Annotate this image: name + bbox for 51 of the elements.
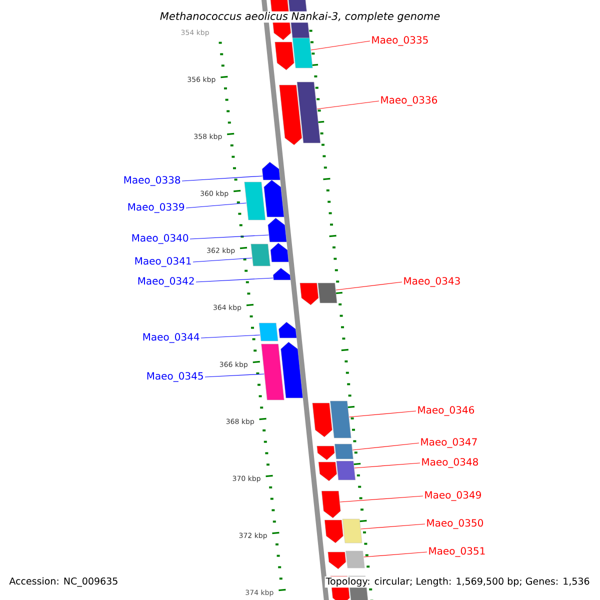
gene-feature xyxy=(274,38,313,70)
leader-line xyxy=(192,258,252,262)
gene-feature xyxy=(318,460,356,482)
gene-feature xyxy=(262,162,280,180)
gene-feature xyxy=(268,218,287,242)
leader-line xyxy=(186,202,247,208)
gene-label: Maeo_0340 xyxy=(132,234,188,244)
leader-line xyxy=(336,282,402,290)
gene-feature xyxy=(272,268,291,280)
leader-line xyxy=(348,410,416,418)
leader-line xyxy=(360,524,426,530)
leader-line xyxy=(352,442,420,450)
gene-feature xyxy=(300,282,338,306)
gene-feature xyxy=(316,444,354,460)
leader-line xyxy=(182,176,263,182)
accession-text: Accession: NC_009635 xyxy=(8,576,120,588)
leader-line xyxy=(310,40,370,50)
gene-label: Maeo_0351 xyxy=(429,547,485,557)
gene-label: Maeo_0346 xyxy=(418,406,474,416)
gene-label: Maeo_0347 xyxy=(421,438,477,448)
gene-label: Maeo_0336 xyxy=(381,96,438,106)
leader-line xyxy=(316,100,380,110)
leader-line xyxy=(340,496,424,502)
gene-feature xyxy=(279,82,321,146)
leader-line xyxy=(200,334,260,338)
leader-line xyxy=(204,374,264,378)
gene-label: Maeo_0348 xyxy=(422,458,478,468)
leader-line xyxy=(354,462,420,468)
gene-feature xyxy=(261,342,304,400)
leader-line xyxy=(190,234,269,240)
gene-feature xyxy=(312,400,352,438)
gene-label: Maeo_0335 xyxy=(372,36,428,46)
title: Methanococcus aeolicus Nankai-3, complete genome xyxy=(159,11,441,23)
gene-feature xyxy=(328,550,365,570)
gene-label: Maeo_0343 xyxy=(404,277,460,287)
gene-feature xyxy=(324,518,362,544)
gene-label: Maeo_0341 xyxy=(135,257,191,267)
gene-feature xyxy=(321,490,341,518)
leader-line xyxy=(196,278,274,282)
gene-label: Maeo_0349 xyxy=(425,491,481,501)
gene-label: Maeo_0339 xyxy=(128,203,184,213)
leader-line xyxy=(363,552,428,558)
gene-feature xyxy=(250,242,289,266)
gene-label: Maeo_0342 xyxy=(138,277,194,287)
genome-info-text: Topology: circular; Length: 1,569,500 bp; Genes: 1,536 xyxy=(324,576,591,588)
gene-label: Maeo_0350 xyxy=(427,519,484,529)
gene-label: Maeo_0344 xyxy=(143,333,200,343)
gene-feature xyxy=(244,180,284,220)
gene-feature xyxy=(258,322,297,342)
gene-label: Maeo_0338 xyxy=(124,176,180,186)
gene-label: Maeo_0345 xyxy=(147,372,203,382)
